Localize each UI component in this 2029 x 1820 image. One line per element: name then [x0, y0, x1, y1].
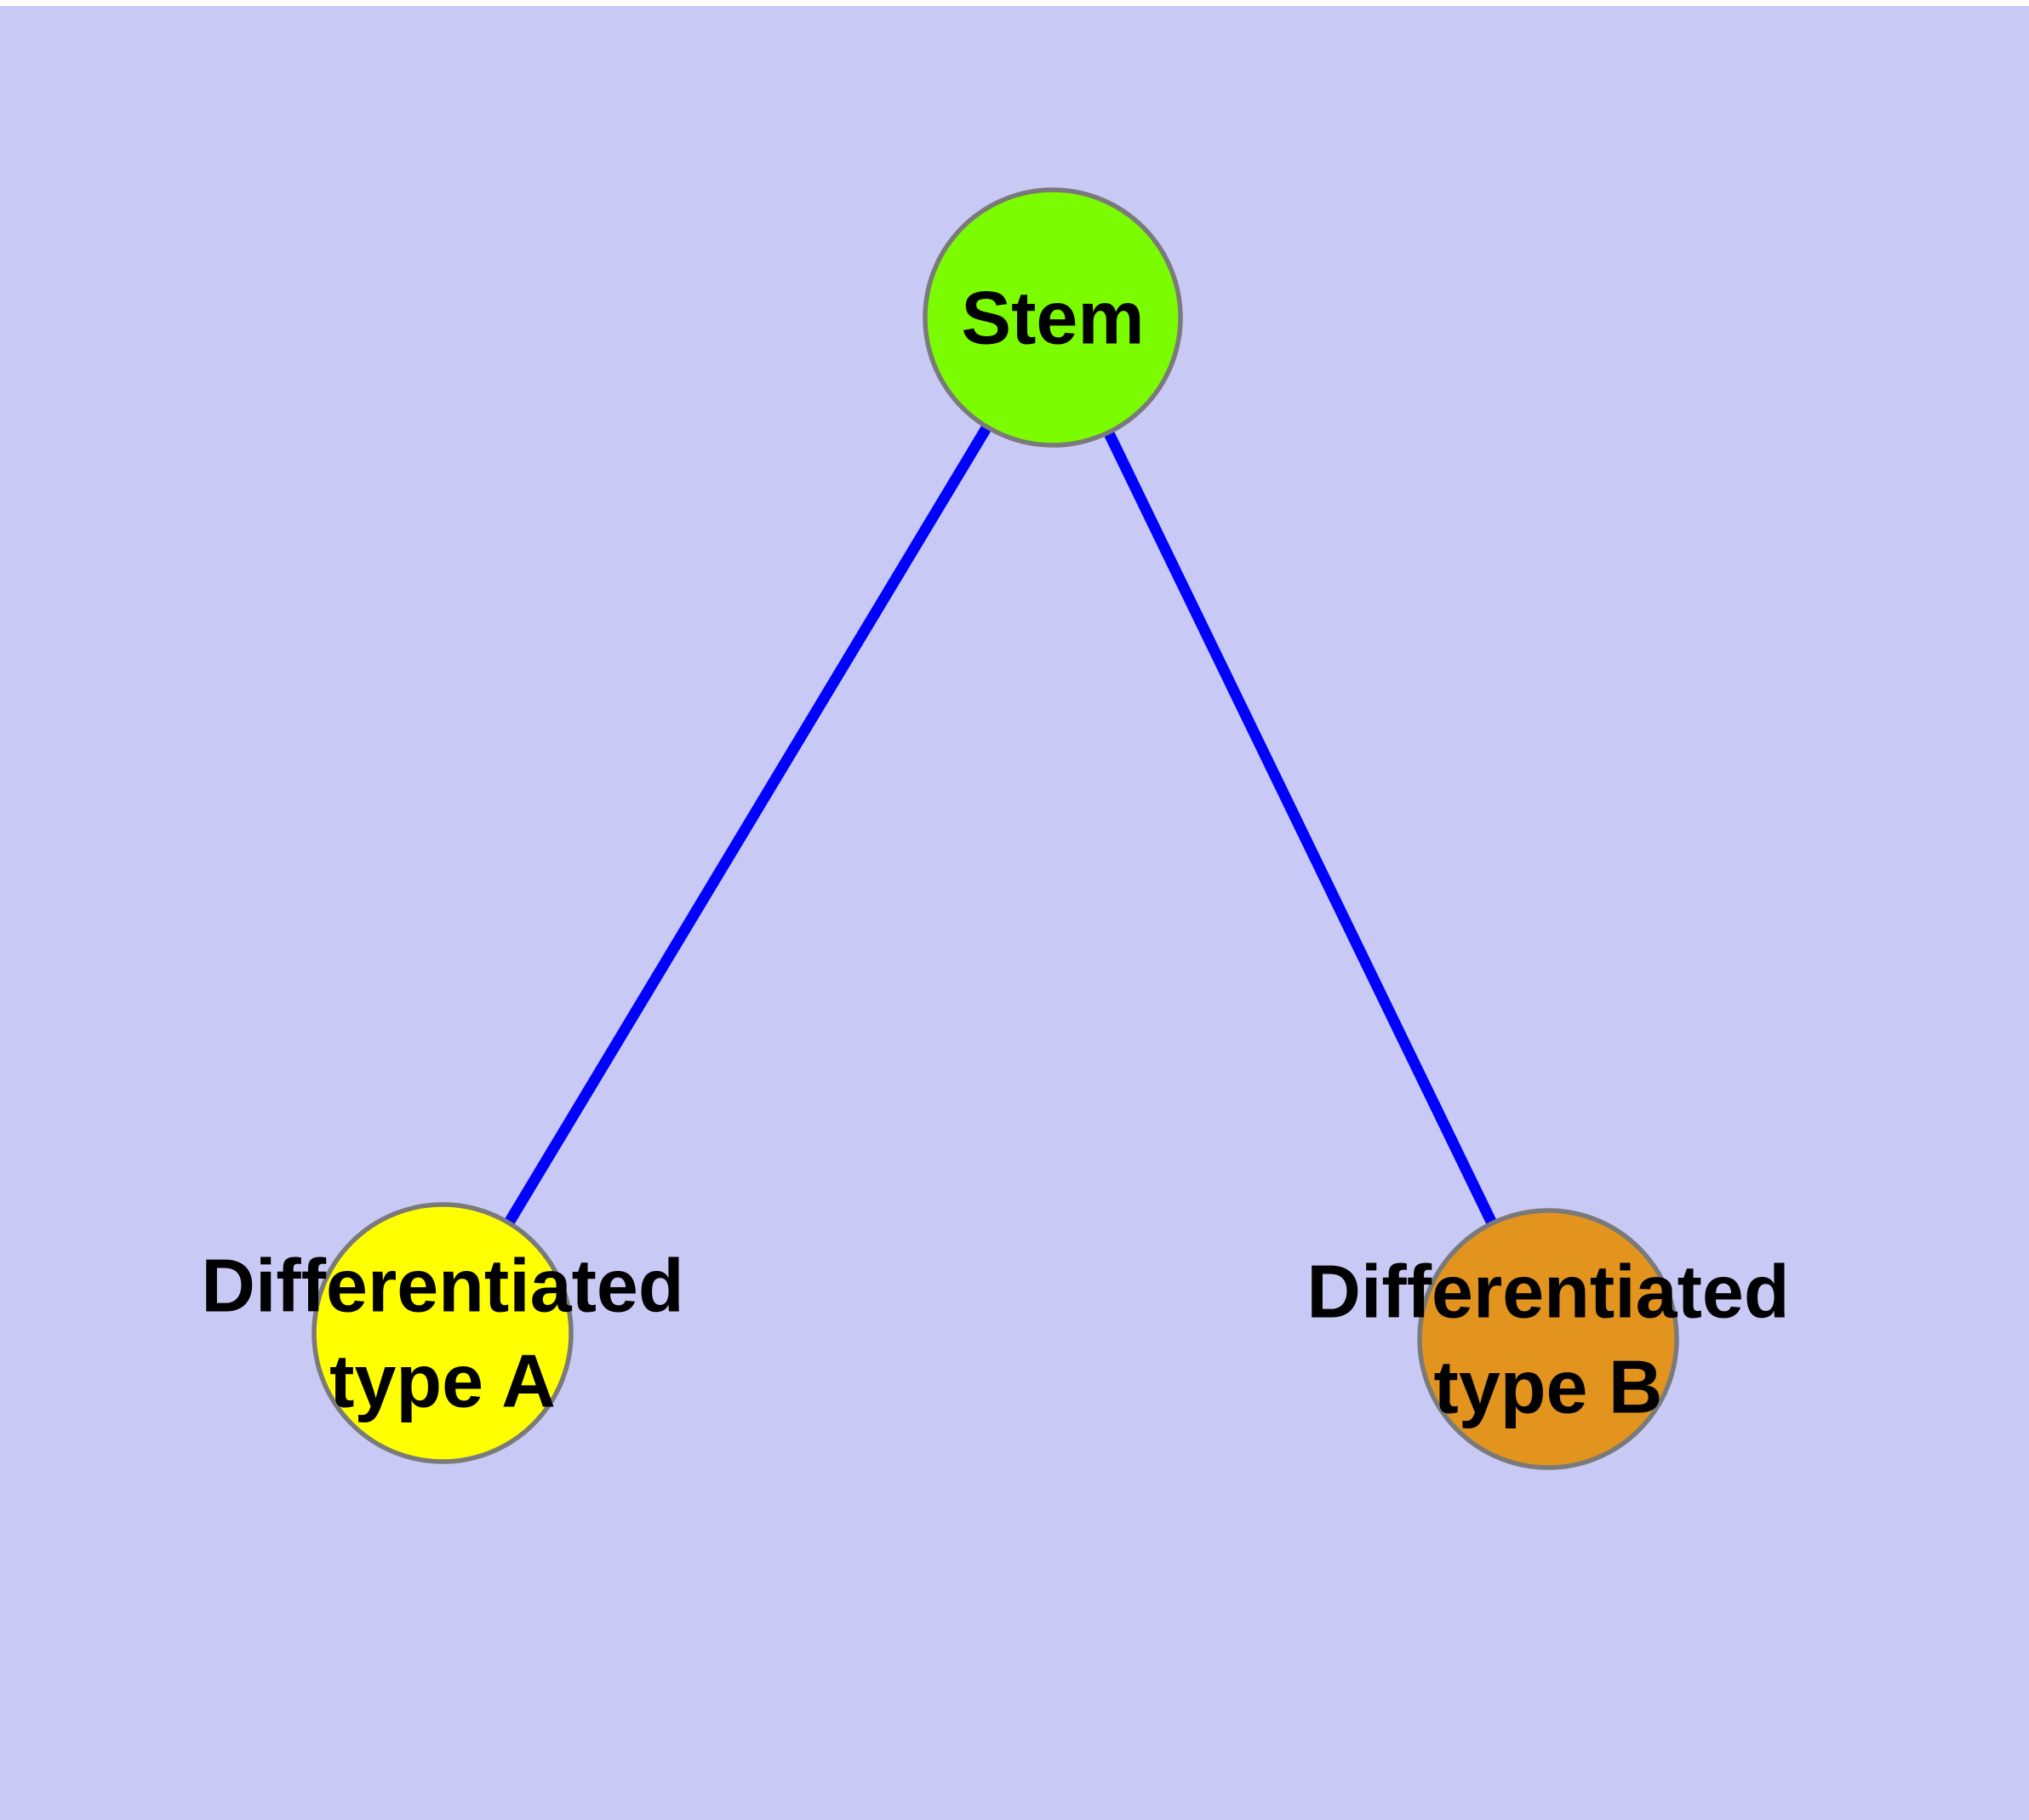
- node-differentiated-type-b-circle: [1417, 1208, 1679, 1470]
- node-differentiated-type-a-circle: [311, 1202, 574, 1464]
- edge-stem-to-type-a: [437, 314, 1058, 1336]
- node-stem-label: Stem: [961, 276, 1144, 360]
- node-differentiated-type-a-label-line1: Differentiated: [201, 1244, 683, 1328]
- top-edge-strip: [0, 0, 2029, 6]
- node-stem-circle: [923, 187, 1183, 448]
- node-differentiated-type-b-label-line2: type B: [1434, 1345, 1663, 1429]
- node-differentiated-type-b-label-line1: Differentiated: [1306, 1250, 1789, 1334]
- edge-stem-to-type-b: [1048, 315, 1553, 1342]
- node-differentiated-type-a-label-line2: type A: [329, 1339, 556, 1423]
